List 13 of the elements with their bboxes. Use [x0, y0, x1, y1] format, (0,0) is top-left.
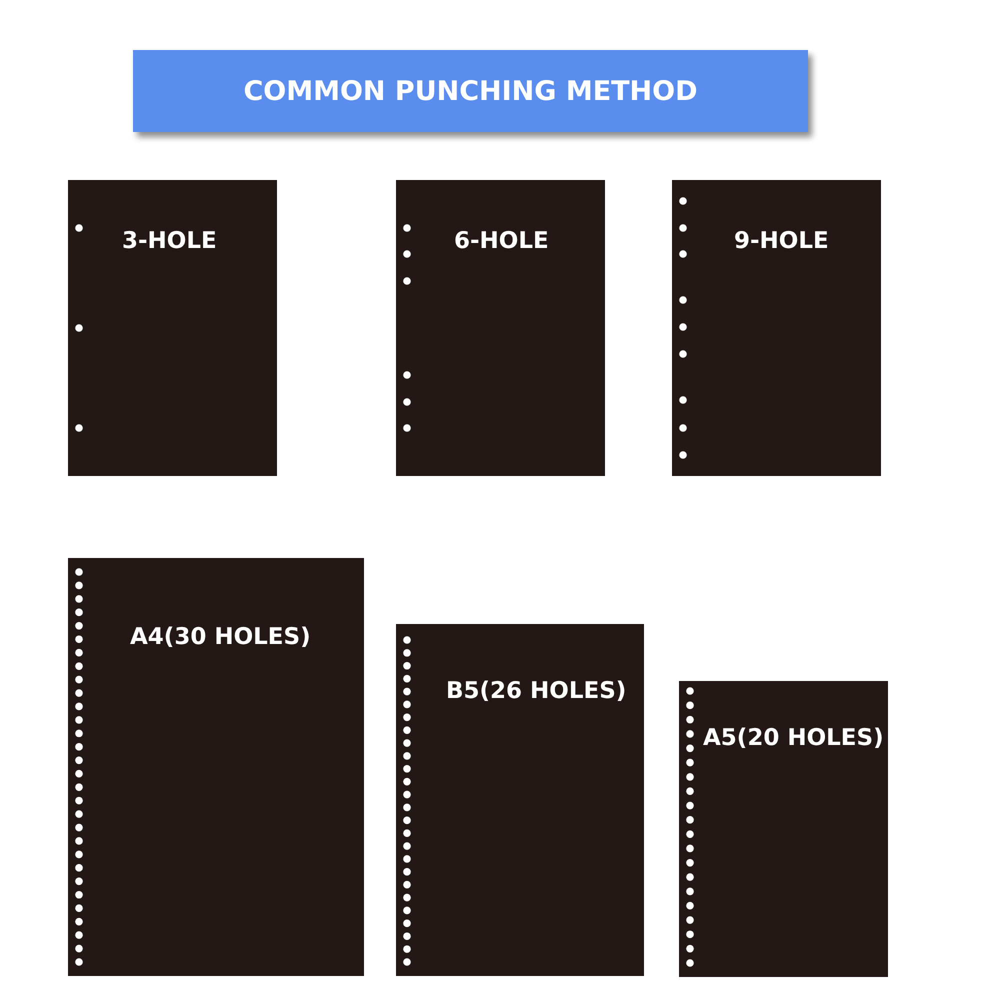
paper-sheet: [679, 681, 888, 977]
paper-sheet: [672, 180, 881, 476]
size-label: 6-HOLE: [454, 228, 549, 254]
size-label: B5(26 HOLES): [446, 678, 626, 704]
paper-sheet: [396, 180, 605, 476]
size-label: 3-HOLE: [122, 228, 217, 254]
title: COMMON PUNCHING METHOD: [243, 76, 698, 106]
size-label: 9-HOLE: [734, 228, 829, 254]
size-label: A4(30 HOLES): [130, 624, 311, 650]
paper-sheet: [68, 558, 364, 976]
paper-sheet: [396, 624, 644, 976]
paper-sheet: [68, 180, 277, 476]
size-label: A5(20 HOLES): [703, 725, 884, 751]
